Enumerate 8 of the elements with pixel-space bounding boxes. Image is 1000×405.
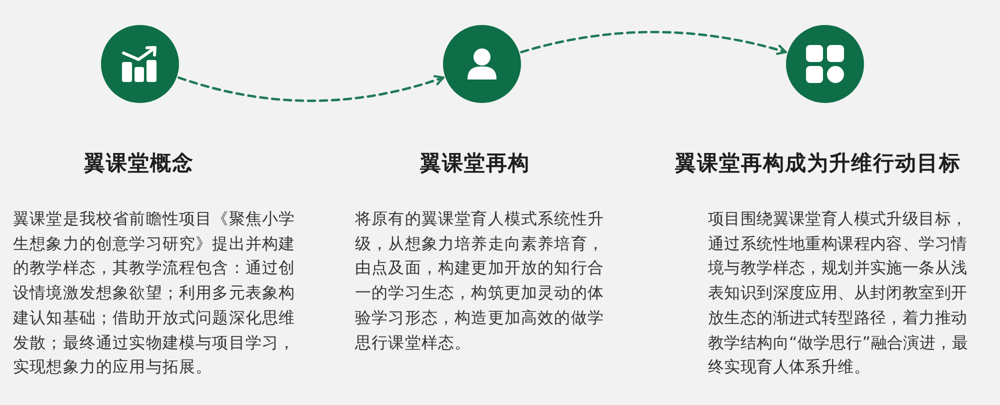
description-text: 将原有的翼课堂育人模式系统性升级，从想象力培养走向素养培育，由点及面，构建更加开放的知行合一的学习生态，构筑更加灵动的体验学习形态，构造更加高效的做学思行课堂样态。 [355,208,605,354]
dashed-arrow [520,30,787,56]
description-text: 翼课堂是我校省前瞻性项目《聚焦小学生想象力的创意学习研究》提出并构建的教学样态，其教学流程包含：通过创设情境激发想象欲望；利用多元表象构建认知基础；借助开放式问题深化思维发散；最终通过实物建模与项目学习，实现想象力的应用与拓展。 [13,208,296,378]
column-heading: 翼课堂再构 [420,150,530,176]
description-text: 项目围绕翼课堂育人模式升级目标，通过系统性地重构课程内容、学习情境与教学样态，规划并实施一条从浅表知识到深度应用、从封闭教室到开放生态的渐进式转型路径，着力推动教学结构向“做学思行”融合演进，最终实现育人体系升维。 [708,208,969,378]
column-heading: 翼课堂再构成为升维行动目标 [675,150,961,176]
column-heading: 翼课堂概念 [84,150,194,176]
dashed-arrow [178,74,444,102]
